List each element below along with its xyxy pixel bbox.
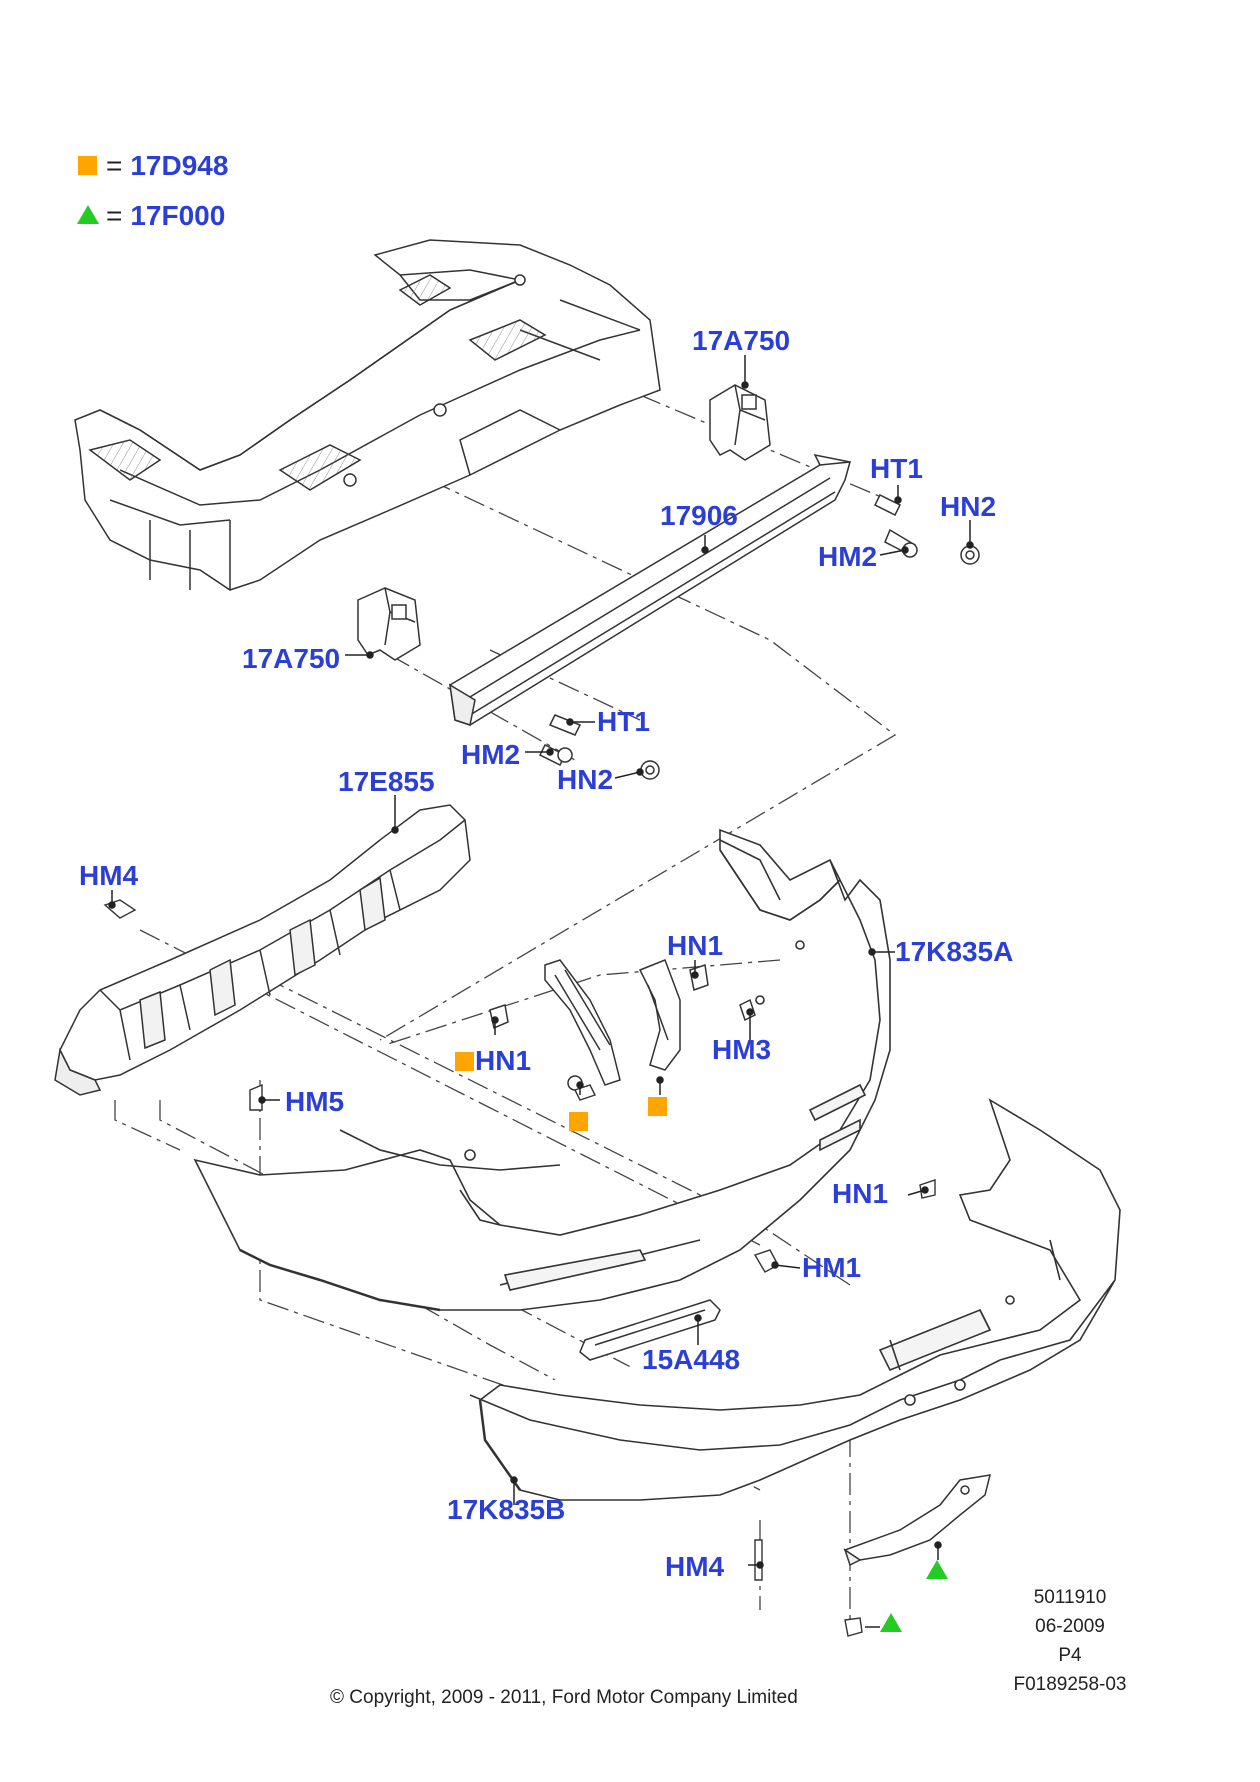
copyright-text: © Copyright, 2009 - 2011, Ford Motor Com… <box>330 1687 798 1708</box>
bumper-cover-17K835B <box>469 1098 1121 1501</box>
legend-triangle-text: =17F000 <box>106 202 225 230</box>
label-HN1-upper: HN1 <box>667 930 724 961</box>
label-HN2-top: HN2 <box>940 491 997 522</box>
label-HM2-mid: HM2 <box>461 739 521 770</box>
legend-equals: = <box>106 150 123 181</box>
meta-line-2: 06-2009 <box>1035 1616 1105 1637</box>
square-marker-icon <box>455 1052 474 1071</box>
reflector-15A448 <box>579 1299 721 1361</box>
legend-triangle-icon <box>77 205 99 224</box>
label-HM4-bottom: HM4 <box>665 1551 725 1582</box>
legend-square-code: 17D948 <box>130 150 229 181</box>
label-HN1-right: HN1 <box>832 1178 889 1209</box>
label-HM2-top: HM2 <box>818 541 878 572</box>
label-15A448: 15A448 <box>642 1344 741 1375</box>
bumper-cover-17K835A <box>193 828 891 1312</box>
square-marker-icon <box>569 1112 588 1131</box>
bracket-17A750-right <box>709 384 771 461</box>
label-HM1: HM1 <box>802 1252 862 1283</box>
label-HT1-top: HT1 <box>870 453 923 484</box>
legend-triangle-code: 17F000 <box>130 200 226 231</box>
label-HN2-mid: HN2 <box>557 764 614 795</box>
label-HM5: HM5 <box>285 1086 345 1117</box>
lower-deflector <box>843 1474 992 1567</box>
label-HT1-mid: HT1 <box>597 706 650 737</box>
rear-body-frame <box>74 239 661 591</box>
bumper-beam-17906 <box>449 453 852 726</box>
legend-square-text: =17D948 <box>106 152 228 180</box>
label-17A750-left: 17A750 <box>242 643 341 674</box>
label-HM4-top: HM4 <box>79 860 139 891</box>
legend-square-icon <box>78 156 97 175</box>
legend-equals: = <box>106 200 123 231</box>
leader-lines <box>108 355 974 1628</box>
meta-line-3: P4 <box>1058 1645 1082 1666</box>
label-17A750-top: 17A750 <box>692 325 791 356</box>
energy-absorber-17E855 <box>54 804 471 1096</box>
label-HN1-left: HN1 <box>475 1045 532 1076</box>
meta-line-4: F0189258-03 <box>1013 1674 1127 1695</box>
bracket-17A750-left <box>357 587 421 661</box>
label-17K835A: 17K835A <box>895 936 1014 967</box>
triangle-marker-icon <box>926 1560 948 1579</box>
label-17906: 17906 <box>660 500 738 531</box>
fasteners-upper <box>538 493 980 780</box>
label-17E855: 17E855 <box>338 766 435 797</box>
meta-line-1: 5011910 <box>1033 1587 1107 1608</box>
square-marker-icon <box>648 1097 667 1116</box>
triangle-marker-icon <box>880 1613 902 1632</box>
label-17K835B: 17K835B <box>447 1494 566 1525</box>
label-HM3: HM3 <box>712 1034 772 1065</box>
